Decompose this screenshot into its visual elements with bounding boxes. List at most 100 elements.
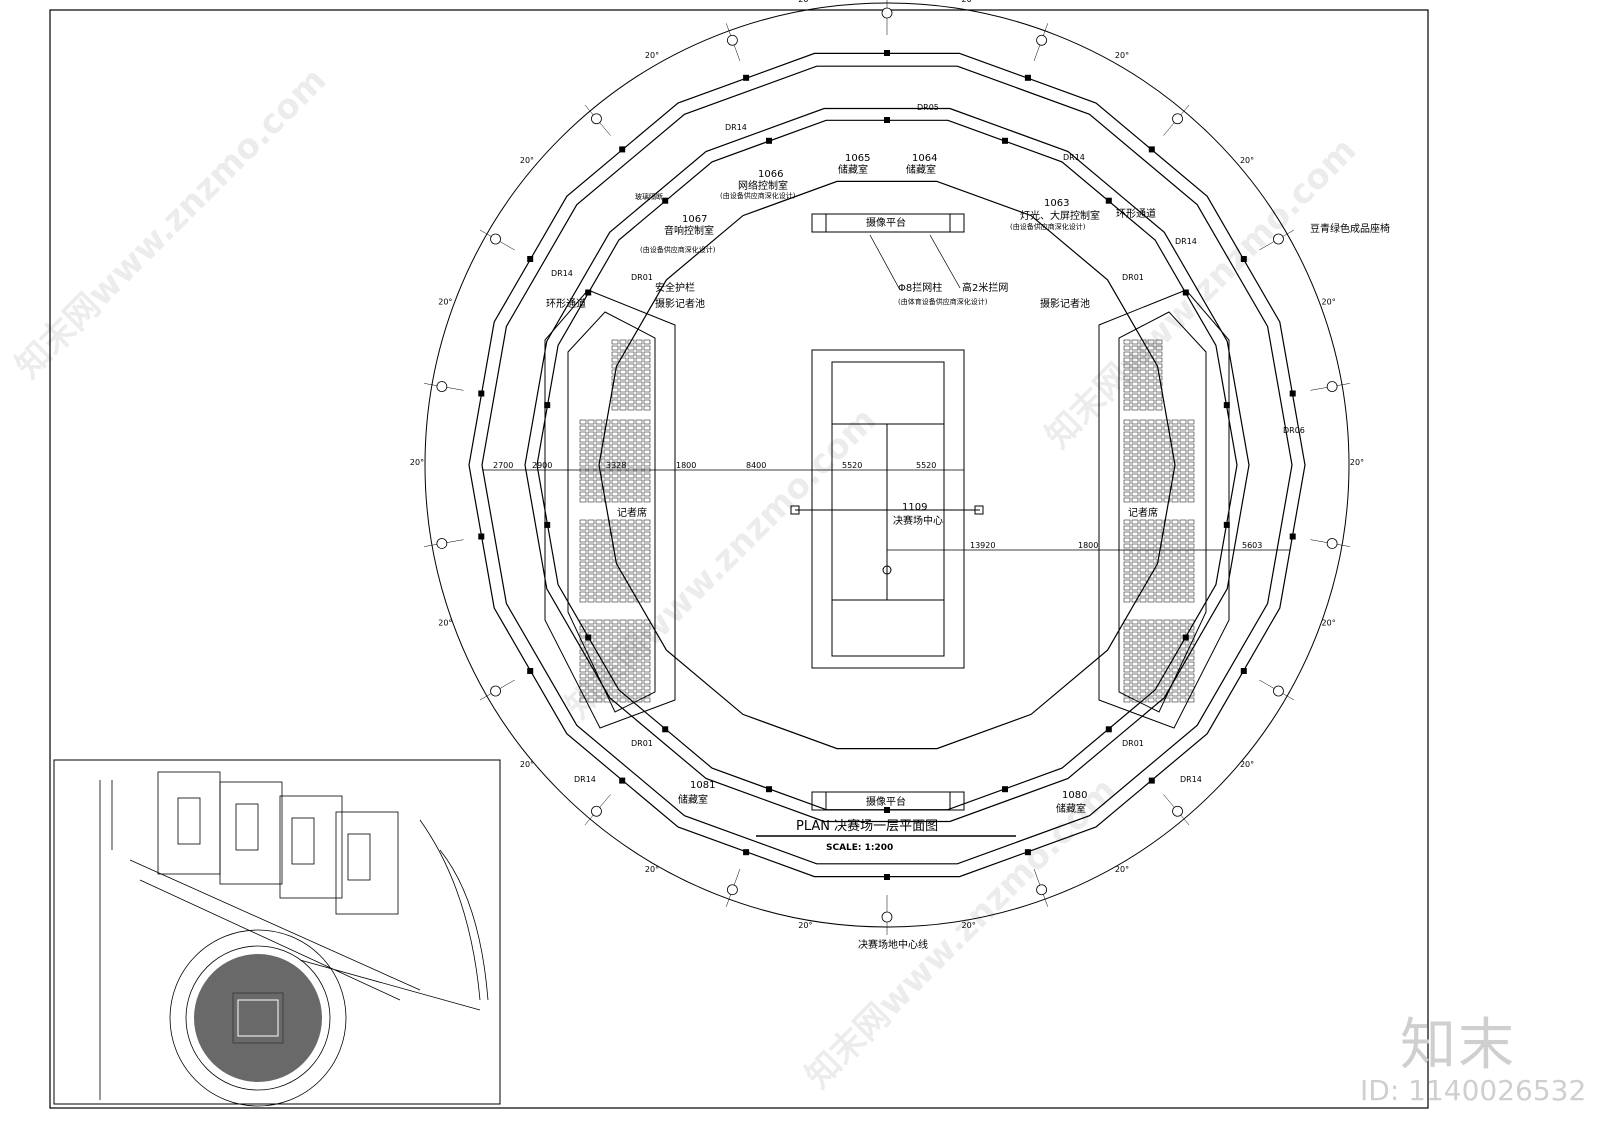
seat <box>1187 679 1195 685</box>
seat <box>1155 579 1163 585</box>
seat <box>635 443 643 449</box>
seat <box>1131 339 1139 345</box>
seat <box>1131 525 1139 531</box>
seat <box>1179 637 1187 643</box>
seat <box>1139 399 1147 405</box>
seat <box>611 419 619 425</box>
seat <box>603 619 611 625</box>
seat <box>627 673 635 679</box>
seat <box>1123 625 1131 631</box>
seat <box>643 661 651 667</box>
seat <box>619 591 627 597</box>
seat <box>1187 667 1195 673</box>
seat <box>1139 519 1147 525</box>
seat <box>1163 697 1171 703</box>
seat <box>595 555 603 561</box>
seat <box>1155 387 1163 393</box>
seat <box>1163 449 1171 455</box>
seat <box>1179 455 1187 461</box>
seat <box>1163 643 1171 649</box>
seat <box>1123 497 1131 503</box>
door-dr06: DR06 <box>1283 426 1305 435</box>
seat <box>603 485 611 491</box>
seat <box>579 655 587 661</box>
room-1067-name: 音响控制室 <box>664 224 714 237</box>
seat <box>1163 579 1171 585</box>
seat <box>643 351 651 357</box>
seat <box>619 431 627 437</box>
seat <box>627 697 635 703</box>
seat <box>1171 491 1179 497</box>
seat <box>587 591 595 597</box>
seat <box>611 655 619 661</box>
room-1080-name: 储藏室 <box>1056 802 1086 815</box>
seat <box>587 537 595 543</box>
seat <box>603 697 611 703</box>
seat <box>579 437 587 443</box>
column <box>1024 849 1031 856</box>
seat <box>611 555 619 561</box>
seat <box>1123 619 1131 625</box>
room-1066-name: 网络控制室 <box>738 179 788 192</box>
door-dr14-c: DR14 <box>1063 153 1085 162</box>
seat <box>587 567 595 573</box>
seat <box>595 479 603 485</box>
seat <box>1139 697 1147 703</box>
seat <box>1123 461 1131 467</box>
seat <box>1187 597 1195 603</box>
seat <box>1139 531 1147 537</box>
seat <box>1179 543 1187 549</box>
seat <box>595 531 603 537</box>
seat <box>1187 655 1195 661</box>
seat <box>1139 479 1147 485</box>
seat <box>619 497 627 503</box>
seat <box>635 667 643 673</box>
seat <box>1155 363 1163 369</box>
seat <box>595 619 603 625</box>
seat <box>643 461 651 467</box>
seat <box>1131 543 1139 549</box>
seat <box>1147 525 1155 531</box>
seat <box>1163 655 1171 661</box>
seat <box>1139 543 1147 549</box>
seat <box>1139 537 1147 543</box>
seat <box>603 591 611 597</box>
seat <box>635 697 643 703</box>
seat <box>1155 625 1163 631</box>
seat <box>635 679 643 685</box>
seat <box>1187 697 1195 703</box>
seat <box>619 375 627 381</box>
seat <box>1123 351 1131 357</box>
seat <box>619 419 627 425</box>
seat <box>635 399 643 405</box>
seat <box>1187 549 1195 555</box>
seat <box>1147 399 1155 405</box>
seat <box>603 531 611 537</box>
dim-1800-right: 1800 <box>1078 541 1098 550</box>
seat <box>1123 543 1131 549</box>
seat <box>587 419 595 425</box>
seat <box>619 579 627 585</box>
seat <box>1163 561 1171 567</box>
seat <box>1139 597 1147 603</box>
seat <box>627 549 635 555</box>
seat <box>1147 619 1155 625</box>
door-dr14-d: DR14 <box>1175 237 1197 246</box>
seat <box>587 555 595 561</box>
column <box>1105 726 1112 733</box>
dim-5603: 5603 <box>1242 541 1262 550</box>
grid-bubble <box>727 34 738 46</box>
seat <box>627 419 635 425</box>
seat <box>579 643 587 649</box>
seat <box>643 405 651 411</box>
seat <box>1139 661 1147 667</box>
seat <box>635 497 643 503</box>
seat <box>627 619 635 625</box>
seat <box>579 667 587 673</box>
seat <box>643 555 651 561</box>
grid-bubble <box>881 911 893 923</box>
seat <box>643 339 651 345</box>
seat <box>603 497 611 503</box>
seat <box>1155 399 1163 405</box>
seat <box>1139 473 1147 479</box>
